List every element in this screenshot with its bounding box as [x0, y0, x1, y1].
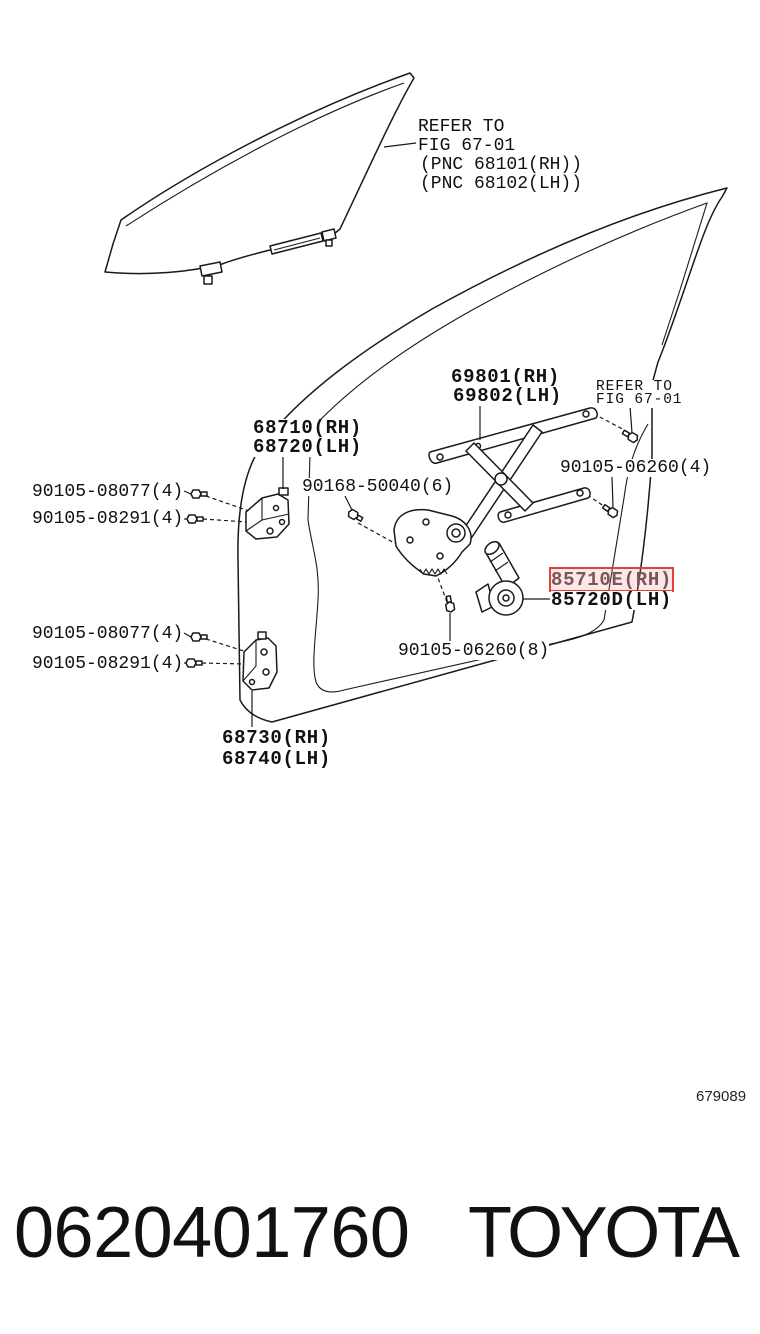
power-window-motor [475, 540, 524, 616]
clip [347, 508, 364, 522]
lower-door-hinge [242, 631, 278, 691]
leader-lines [183, 142, 633, 727]
upper-hinge-part-number-lh: 68720(LH) [253, 436, 362, 458]
door-outer-outline [237, 187, 728, 723]
part-number: 0620401760 [14, 1193, 410, 1273]
window-regulator [393, 407, 598, 577]
glass-channel [269, 232, 324, 255]
upper-hinge-bolt-1-label: 90105-08077(4) [32, 482, 184, 502]
bolt [185, 658, 203, 668]
door-inner-panel [307, 423, 649, 693]
glass-clip [199, 261, 223, 277]
bolt [601, 503, 619, 519]
frame-bolt-label: 90105-06260(4) [560, 458, 712, 478]
bolt [190, 632, 208, 642]
regulator-part-number-rh: 69801(RH) [451, 366, 560, 388]
bolt [621, 429, 639, 444]
lower-hinge-part-number-rh: 68730(RH) [222, 727, 331, 749]
glass-reference-line-2: FIG 67-01 [418, 136, 516, 156]
regulator-bolt-label: 90105-06260(8) [398, 641, 550, 661]
bolt [186, 514, 204, 524]
lower-hinge-part-number-lh: 68740(LH) [222, 748, 331, 770]
door-sash-inner [299, 202, 708, 443]
upper-hinge-bolt-2-label: 90105-08291(4) [32, 509, 184, 529]
upper-door-hinge [245, 487, 290, 540]
window-glass [104, 72, 415, 285]
door-regulator-diagram [104, 72, 728, 727]
frame-reference-line-2: FIG 67-01 [596, 392, 683, 408]
door-frame [237, 187, 728, 723]
glass-clip [321, 228, 337, 242]
motor-part-number-lh: 85720D(LH) [551, 589, 673, 611]
glass-pnc-rh: (PNC 68101(RH)) [420, 155, 583, 175]
regulator-lower-rail [497, 487, 591, 523]
motor-part-number-rh: 85710E(RH) [551, 569, 673, 591]
glass-pnc-lh: (PNC 68102(LH)) [420, 174, 583, 194]
regulator-clip-label: 90168-50040(6) [302, 477, 454, 497]
bolt [190, 489, 208, 499]
glass-reference-line-1: REFER TO [418, 117, 505, 137]
frame-reference-line-1: REFER TO [596, 379, 673, 395]
bolt [444, 595, 456, 613]
lower-hinge-bolt-1-label: 90105-08077(4) [32, 624, 184, 644]
regulator-part-number-lh: 69802(LH) [453, 385, 562, 407]
sector-gear-teeth [419, 568, 448, 575]
lower-hinge-bolt-2-label: 90105-08291(4) [32, 654, 184, 674]
figure-id: 679089 [696, 1088, 747, 1105]
brand-name: TOYOTA [468, 1193, 740, 1273]
upper-hinge-part-number-rh: 68710(RH) [253, 417, 362, 439]
regulator-base-plate [393, 508, 472, 577]
